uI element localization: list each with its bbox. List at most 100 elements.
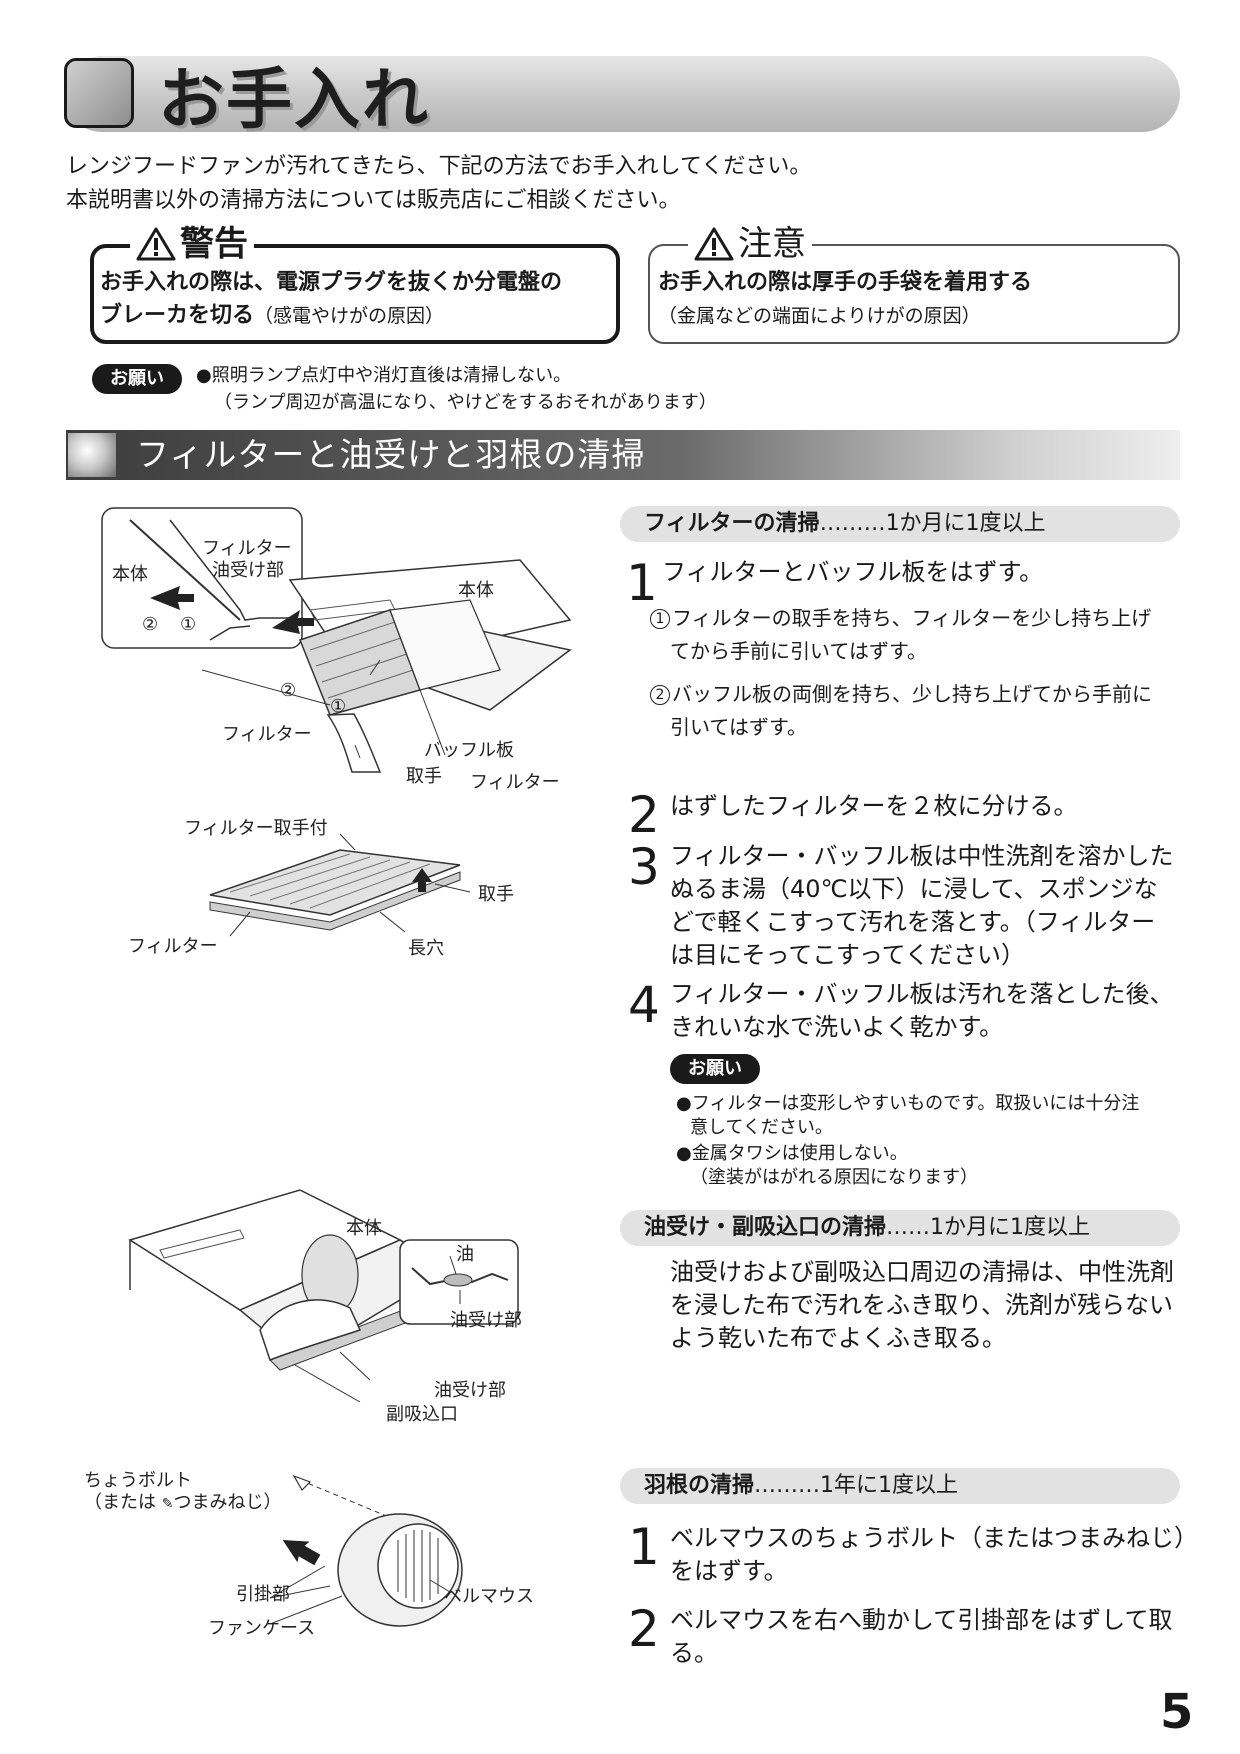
fan-step-1-number: 1 [628, 1518, 660, 1576]
oil-cleaning-line-2: を浸した布で汚れをふき取り、洗剤が残らない [670, 1291, 1174, 1319]
intro-line-1: レンジフードファンが汚れてきたら、下記の方法でお手入れしてください。 [66, 154, 812, 179]
fig4-bellmouth: ベルマウス [444, 1586, 534, 1607]
figure-3-leaders [294, 1255, 461, 1403]
fig1-inset-oil: 油受け部 [212, 560, 284, 581]
filter-step-3-line-4: は目にそってこすってください） [670, 941, 1025, 969]
fig2-filter: フィルター [128, 936, 218, 957]
filter-step-2-number: 2 [628, 786, 660, 844]
filter-step-4-text: フィルター・バッフル板は汚れを落とした後、 きれいな水で洗いよく乾かす。 [670, 978, 1174, 1044]
oil-cleaning-line-3: よう乾いた布でよくふき取る。 [670, 1324, 1006, 1352]
fig1-filter-bottom: フィルター [470, 772, 560, 793]
substep-mark-2: 2 [650, 685, 670, 705]
caution-title: 注意 [688, 224, 812, 264]
section-bar [66, 430, 1180, 480]
filter-step-2-text: はずしたフィルターを２枚に分ける。 [670, 792, 1078, 820]
lift-arrow-icon [412, 868, 432, 892]
warning-body: お手入れの際は、電源プラグを抜くか分電盤の ブレーカを切る（感電やけがの原因） [100, 266, 562, 333]
filter-substep-2-line-1: バッフル板の両側を持ち、少し持ち上げてから手前に [672, 682, 1152, 706]
fig3-inset-oil-part: 油受け部 [450, 1310, 522, 1331]
filter-request-line-3: ●金属タワシは使用しない。 [676, 1143, 908, 1164]
fan-step-2-line-2: る。 [670, 1639, 718, 1667]
page-number: 5 [1160, 1684, 1194, 1740]
oil-cleaning-header-freq: ……1か月に1度以上 [886, 1215, 1091, 1240]
baffle-plate [389, 599, 501, 691]
filter-cleaning-header-freq: ………1か月に1度以上 [819, 511, 1046, 536]
inset-oil-line [209, 625, 251, 641]
slide-arrow-icon [282, 1540, 321, 1566]
wrench-icon: ✎ [161, 1496, 174, 1512]
caution-title-text: 注意 [738, 224, 806, 264]
fig3-hontai: 本体 [346, 1218, 382, 1239]
fig4-bolt-suffix: つまみねじ） [173, 1492, 282, 1513]
page-title: お手入れ [158, 61, 430, 138]
fig2-handle: 取手 [478, 884, 514, 905]
oil-cleaning-text: 油受けおよび副吸込口周辺の清掃は、中性洗剤 を浸した布で汚れをふき取り、洗剤が残… [670, 1256, 1174, 1355]
oil-drop-icon [443, 1273, 473, 1287]
request-note-1: ●照明ランプ点灯中や消灯直後は清掃しない。 [196, 365, 572, 386]
inset-filter-line [169, 519, 290, 621]
fig2-slot: 長穴 [408, 938, 444, 959]
oil-cleaning-line-1: 油受けおよび副吸込口周辺の清掃は、中性洗剤 [670, 1258, 1174, 1286]
intro-line-2: 本説明書以外の清掃方法については販売店にご相談ください。 [66, 188, 681, 213]
warning-title: 警告 [130, 224, 254, 264]
figure-1-inset-frame [101, 507, 303, 649]
pull-arrow-icon [272, 610, 314, 634]
figure-bellmouth [270, 1474, 463, 1627]
filter-mesh-pattern [309, 621, 414, 699]
section-square-icon [68, 433, 116, 477]
fig3-sub-inlet: 副吸込口 [386, 1404, 458, 1425]
filter-step-4-line-1: フィルター・バッフル板は汚れを落とした後、 [670, 980, 1174, 1008]
fig1-baffle: バッフル板 [424, 740, 514, 761]
hand-with-cloth [259, 1299, 362, 1361]
section-title: フィルターと油受けと羽根の清掃 [136, 435, 646, 474]
fig4-bolt-line-1: ちょうボルト [84, 1470, 192, 1491]
warning-triangle-icon [136, 227, 176, 261]
warning-note: （感電やけがの原因） [254, 305, 445, 327]
warning-box [90, 244, 620, 344]
fig4-fan-case: ファンケース [208, 1618, 316, 1639]
fig1-inset-marker-1: ① [180, 614, 197, 635]
filter-request-badge: お願い [670, 1054, 760, 1084]
caution-box [648, 244, 1180, 344]
figure-4-leaders [270, 1565, 451, 1625]
hand-illustration [326, 713, 382, 773]
fan-step-2-text: ベルマウスを右へ動かして引掛部をはずして取 る。 [670, 1604, 1173, 1670]
fan-step-2-line-1: ベルマウスを右へ動かして引掛部をはずして取 [670, 1606, 1173, 1634]
fig1-inset-hontai: 本体 [112, 564, 148, 585]
filter-step-4-line-2: きれいな水で洗いよく乾かす。 [670, 1013, 1004, 1041]
wing-bolt-icon [292, 1474, 312, 1491]
fan-cleaning-header-title: 羽根の清掃 [644, 1473, 755, 1498]
filter-substep-1-line-2: てから手前に引いてはずす。 [670, 639, 927, 663]
request-badge: お願い [92, 364, 182, 394]
inset-arrow-icon [150, 586, 194, 610]
fig1-marker-2: ② [280, 680, 297, 701]
warning-text-1: お手入れの際は、電源プラグを抜くか分電盤の [100, 270, 563, 295]
figure-filter-removal [101, 507, 572, 773]
filter-cleaning-header: フィルターの清掃………1か月に1度以上 [620, 506, 1180, 542]
caution-triangle-icon [694, 227, 734, 261]
figure-2-leaders [229, 833, 471, 937]
fig3-oil: 油 [456, 1244, 474, 1265]
filter-step-3-number: 3 [628, 838, 660, 896]
title-bar [64, 56, 1180, 132]
title-square-icon [64, 58, 134, 128]
fan-step-2-number: 2 [628, 1600, 660, 1658]
request-note-2: （ランプ周辺が高温になり、やけどをするおそれがあります） [214, 392, 717, 413]
filter-cleaning-header-title: フィルターの清掃 [644, 511, 820, 536]
filter-request-line-4: （塗装がはがれる原因になります） [690, 1167, 978, 1188]
fig2-filter-handle: フィルター取手付 [184, 818, 328, 839]
filter-step-4-number: 4 [628, 976, 660, 1034]
filter-request-line-1: ●フィルターは変形しやすいものです。取扱いには十分注 [676, 1093, 1140, 1114]
fig1-handle: 取手 [406, 766, 442, 787]
filter-panel-pattern [229, 853, 431, 909]
fig1-inset-filter: フィルター [202, 538, 292, 559]
figure-filter-split [209, 833, 471, 937]
caution-body: お手入れの際は厚手の手袋を着用する （金属などの端面によりけがの原因） [658, 266, 1032, 333]
fig1-inset-marker-2: ② [142, 614, 159, 635]
hood-control-panel-2 [159, 1229, 245, 1259]
substep-mark-1: 1 [650, 609, 670, 629]
filter-step-3-line-1: フィルター・バッフル板は中性洗剤を溶かした [670, 842, 1174, 870]
fan-step-1-line-2: をはずす。 [670, 1557, 788, 1585]
filter-step-3-text: フィルター・バッフル板は中性洗剤を溶かした ぬるま湯（40℃以下）に浸して、スポ… [670, 840, 1174, 972]
